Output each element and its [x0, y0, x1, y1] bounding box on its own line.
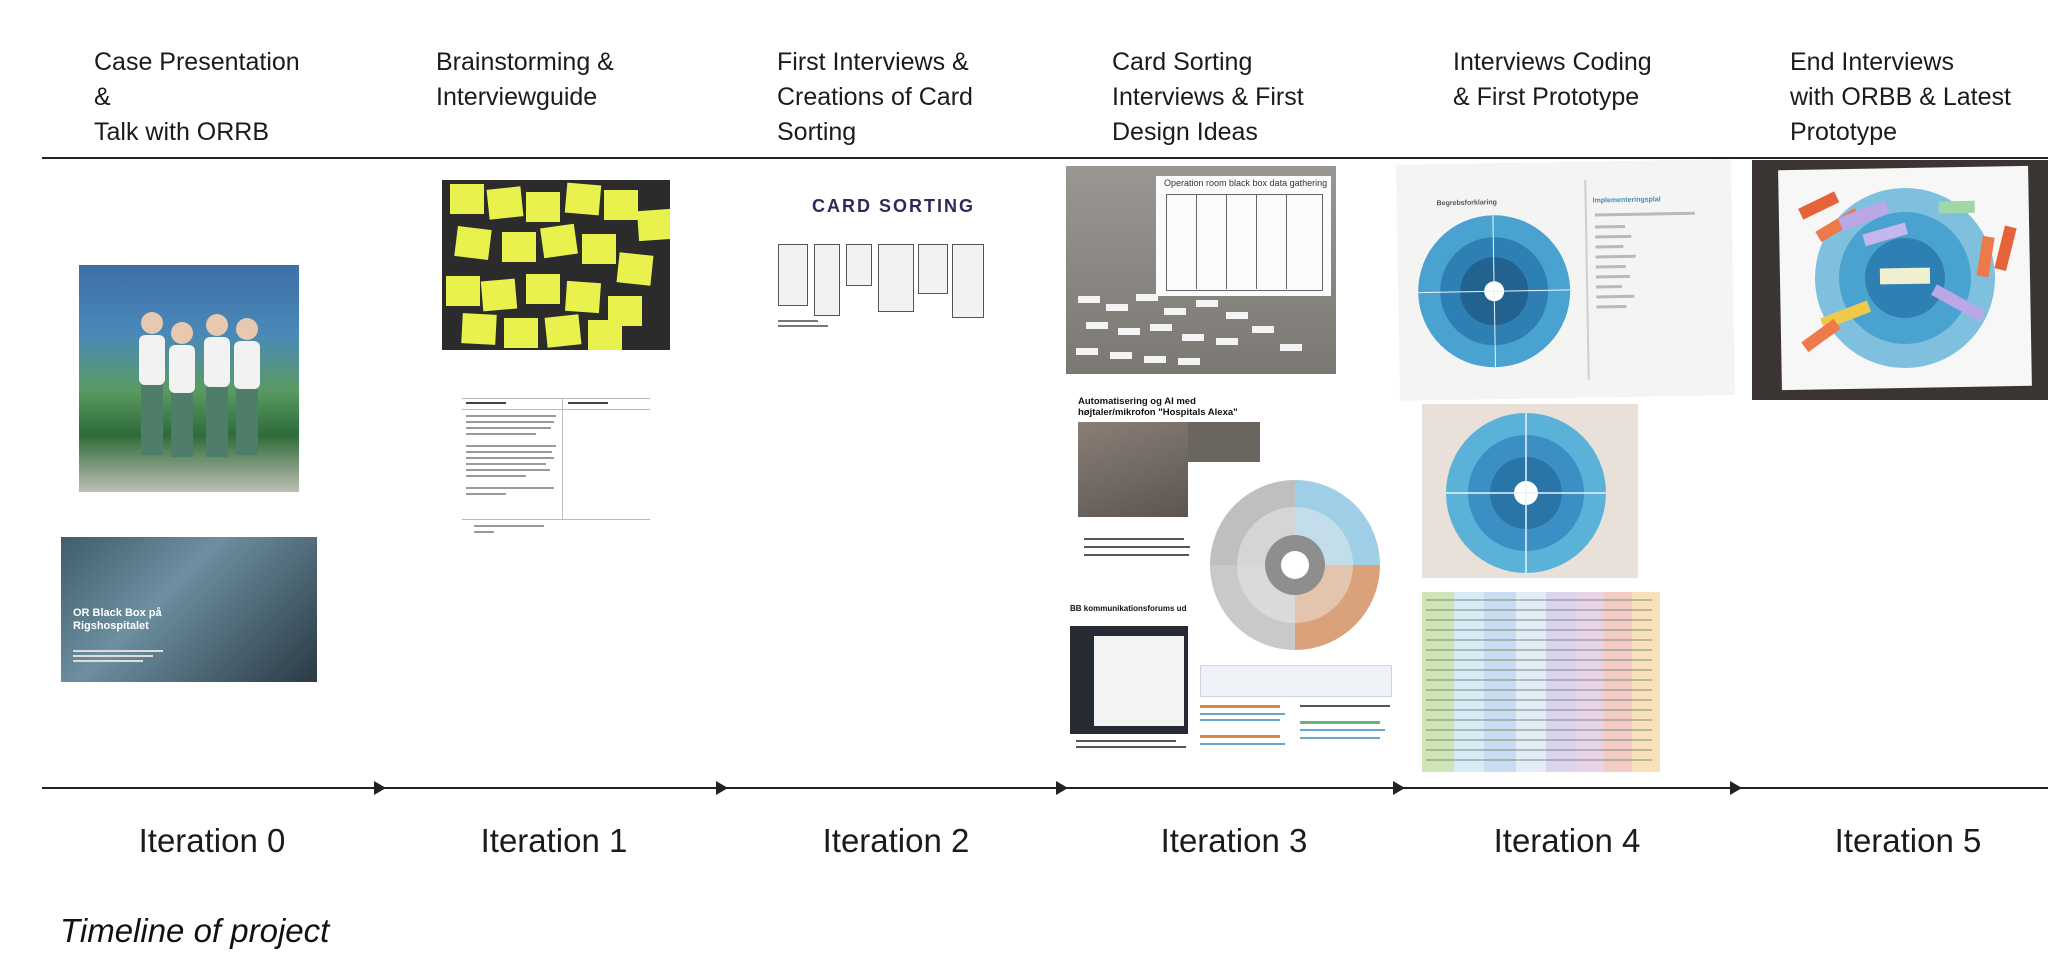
phase-line: & First Prototype	[1453, 83, 1640, 111]
information-wheel-doc	[1190, 465, 1400, 785]
communication-forum-slide: BB kommunikationsforums ud	[1070, 604, 1190, 754]
iteration-label-3: Iteration 3	[1160, 822, 1308, 859]
iteration-label-5: Iteration 5	[1834, 822, 1982, 859]
header-divider	[42, 157, 2048, 159]
phase-line: End Interviews	[1790, 48, 1954, 76]
phase-line: Prototype	[1790, 118, 1898, 146]
iteration-label-4: Iteration 4	[1493, 822, 1641, 859]
or-slide-subtext	[73, 647, 183, 665]
phase-line: Talk with ORRB	[94, 118, 270, 146]
phase-line: with ORBB & Latest	[1790, 83, 2011, 111]
prototype-wheel-photo	[1422, 404, 1638, 578]
timeline-arrow-icon	[374, 781, 386, 795]
phase-line: Interviews & First	[1112, 83, 1304, 111]
timeline-arrow-icon	[1730, 781, 1742, 795]
latest-prototype-photo	[1752, 160, 2048, 400]
interview-guide-doc	[462, 398, 650, 539]
iteration-label-0: Iteration 0	[138, 822, 286, 859]
latest-prototype-wheel	[1815, 188, 1995, 368]
phase-line: Interviewguide	[436, 83, 598, 111]
phase-title-0: Case Presentation & Talk with ORRB	[94, 45, 300, 150]
timeline-axis	[42, 787, 2048, 789]
timeline-arrow-icon	[1393, 781, 1405, 795]
card-sorting-title: CARD SORTING	[812, 196, 975, 216]
prototype-right-heading: Implementeringsplal	[1592, 196, 1661, 205]
phase-line: Card Sorting	[1112, 48, 1253, 76]
interview-coding-table	[1422, 592, 1660, 772]
figure-caption: Timeline of project	[60, 912, 330, 949]
phase-line: Sorting	[777, 118, 857, 146]
timeline-arrow-icon	[1056, 781, 1068, 795]
phase-title-2: First Interviews & Creations of Card Sor…	[777, 45, 973, 150]
phase-title-3: Card Sorting Interviews & First Design I…	[1112, 45, 1304, 150]
phase-line: Design Ideas	[1112, 118, 1258, 146]
phase-title-4: Interviews Coding & First Prototype	[1453, 45, 1652, 115]
phase-line: Interviews Coding	[1453, 48, 1652, 76]
phase-title-1: Brainstorming & Interviewguide	[436, 45, 614, 115]
card-sorting-wall-photo: Operation room black box data gathering	[1066, 166, 1336, 374]
or-black-box-slide: OR Black Box på Rigshospitalet	[61, 537, 317, 682]
iteration-label-2: Iteration 2	[822, 822, 970, 859]
timeline-arrow-icon	[716, 781, 728, 795]
phase-line: Case Presentation	[94, 48, 300, 76]
team-photo	[79, 265, 299, 492]
alexa-slide-title: Automatisering og AI med højtaler/mikrof…	[1078, 396, 1238, 418]
phase-line: Brainstorming &	[436, 48, 614, 76]
phase-title-5: End Interviews with ORBB & Latest Protot…	[1790, 45, 2011, 150]
card-sorting-sheet: CARD SORTING	[772, 182, 988, 332]
sticky-notes-photo	[442, 180, 670, 350]
coding-text-lines	[1426, 599, 1652, 761]
information-wheel-diagram	[1210, 480, 1380, 650]
bb-slide-title: BB kommunikationsforums ud	[1070, 604, 1187, 613]
first-prototype-sheet: Begrebsforklaring Implementeringsplal	[1395, 159, 1736, 401]
iteration-label-1: Iteration 1	[480, 822, 628, 859]
phase-line: First Interviews &	[777, 48, 969, 76]
or-slide-title: OR Black Box på Rigshospitalet	[73, 607, 162, 632]
phase-line: Creations of Card	[777, 83, 973, 111]
team-figures	[139, 312, 260, 457]
prototype-wheel	[1418, 215, 1571, 368]
phase-line: &	[94, 83, 111, 111]
prototype-wheel-2	[1446, 413, 1606, 573]
